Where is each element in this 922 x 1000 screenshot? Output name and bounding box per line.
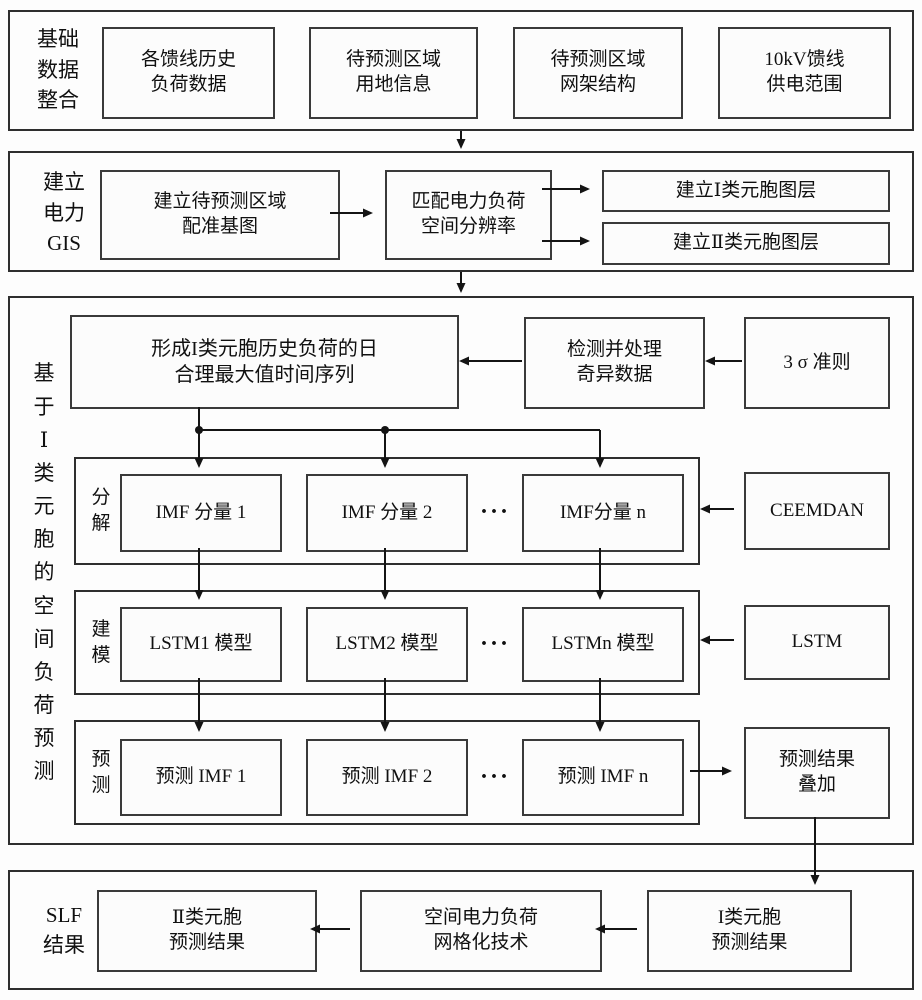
- section-forecast-label: 基 于 Ⅰ 类 元 胞 的 空 间 负 荷 预 测: [33, 361, 55, 784]
- box-lstm2-model: LSTM2 模型: [306, 607, 468, 682]
- box-imf-1: IMF 分量 1: [120, 474, 282, 552]
- section-forecast: 基 于 Ⅰ 类 元 胞 的 空 间 负 荷 预 测 形成I类元胞历史负荷的日 合…: [8, 296, 914, 845]
- row-modeling: 建 模 LSTM1 模型 LSTM2 模型 ··· LSTMn 模型: [74, 590, 700, 695]
- box-superpose: 预测结果 叠加: [744, 727, 890, 819]
- box-sigma: 3 σ 准则: [744, 317, 890, 409]
- box-outlier: 检测并处理 奇异数据: [524, 317, 705, 409]
- box-lstm: LSTM: [744, 605, 890, 680]
- section-gis-label: 建立 电力 GIS: [43, 170, 85, 256]
- box-ceemdan: CEEMDAN: [744, 472, 890, 550]
- box-land-info: 待预测区域 用地信息: [309, 27, 478, 119]
- box-predict-imf-1: 预测 IMF 1: [120, 739, 282, 816]
- box-base-map: 建立待预测区域 配准基图: [100, 170, 340, 260]
- box-feeder-history: 各馈线历史 负荷数据: [102, 27, 275, 119]
- box-grid-structure: 待预测区域 网架结构: [513, 27, 683, 119]
- box-supply-range: 10kV馈线 供电范围: [718, 27, 891, 119]
- row-modeling-label: 建 模: [91, 619, 111, 666]
- row-decompose-label: 分 解: [91, 487, 111, 534]
- ellipsis-predict: ···: [479, 763, 510, 790]
- row-decompose: 分 解 IMF 分量 1 IMF 分量 2 ··· IMF分量 n: [74, 457, 700, 565]
- box-time-series: 形成I类元胞历史负荷的日 合理最大值时间序列: [70, 315, 459, 409]
- box-class1-result: I类元胞 预测结果: [647, 890, 852, 972]
- section-slf-label: SLF 结果: [43, 902, 85, 957]
- box-lstm1-model: LSTM1 模型: [120, 607, 282, 682]
- box-imf-2: IMF 分量 2: [306, 474, 468, 552]
- ellipsis-modeling: ···: [479, 630, 510, 657]
- box-predict-imf-2: 预测 IMF 2: [306, 739, 468, 816]
- section-gis: 建立 电力 GIS 建立待预测区域 配准基图 匹配电力负荷 空间分辨率 建立Ⅰ类…: [8, 151, 914, 272]
- row-predict: 预 测 预测 IMF 1 预测 IMF 2 ··· 预测 IMF n: [74, 720, 700, 825]
- box-layer2: 建立Ⅱ类元胞图层: [602, 222, 890, 265]
- box-predict-imf-n: 预测 IMF n: [522, 739, 684, 816]
- box-gridding: 空间电力负荷 网格化技术: [360, 890, 602, 972]
- box-lstmn-model: LSTMn 模型: [522, 607, 684, 682]
- section-base-data: 基础 数据 整合 各馈线历史 负荷数据 待预测区域 用地信息 待预测区域 网架结…: [8, 10, 914, 131]
- box-resolution: 匹配电力负荷 空间分辨率: [385, 170, 552, 260]
- box-imf-n: IMF分量 n: [522, 474, 684, 552]
- box-layer1: 建立Ⅰ类元胞图层: [602, 170, 890, 212]
- section-base-data-label: 基础 数据 整合: [37, 27, 79, 113]
- ellipsis-decompose: ···: [479, 498, 510, 525]
- row-predict-label: 预 测: [91, 749, 111, 796]
- box-class2-result: Ⅱ类元胞 预测结果: [97, 890, 317, 972]
- section-slf: SLF 结果 Ⅱ类元胞 预测结果 空间电力负荷 网格化技术 I类元胞 预测结果: [8, 870, 914, 990]
